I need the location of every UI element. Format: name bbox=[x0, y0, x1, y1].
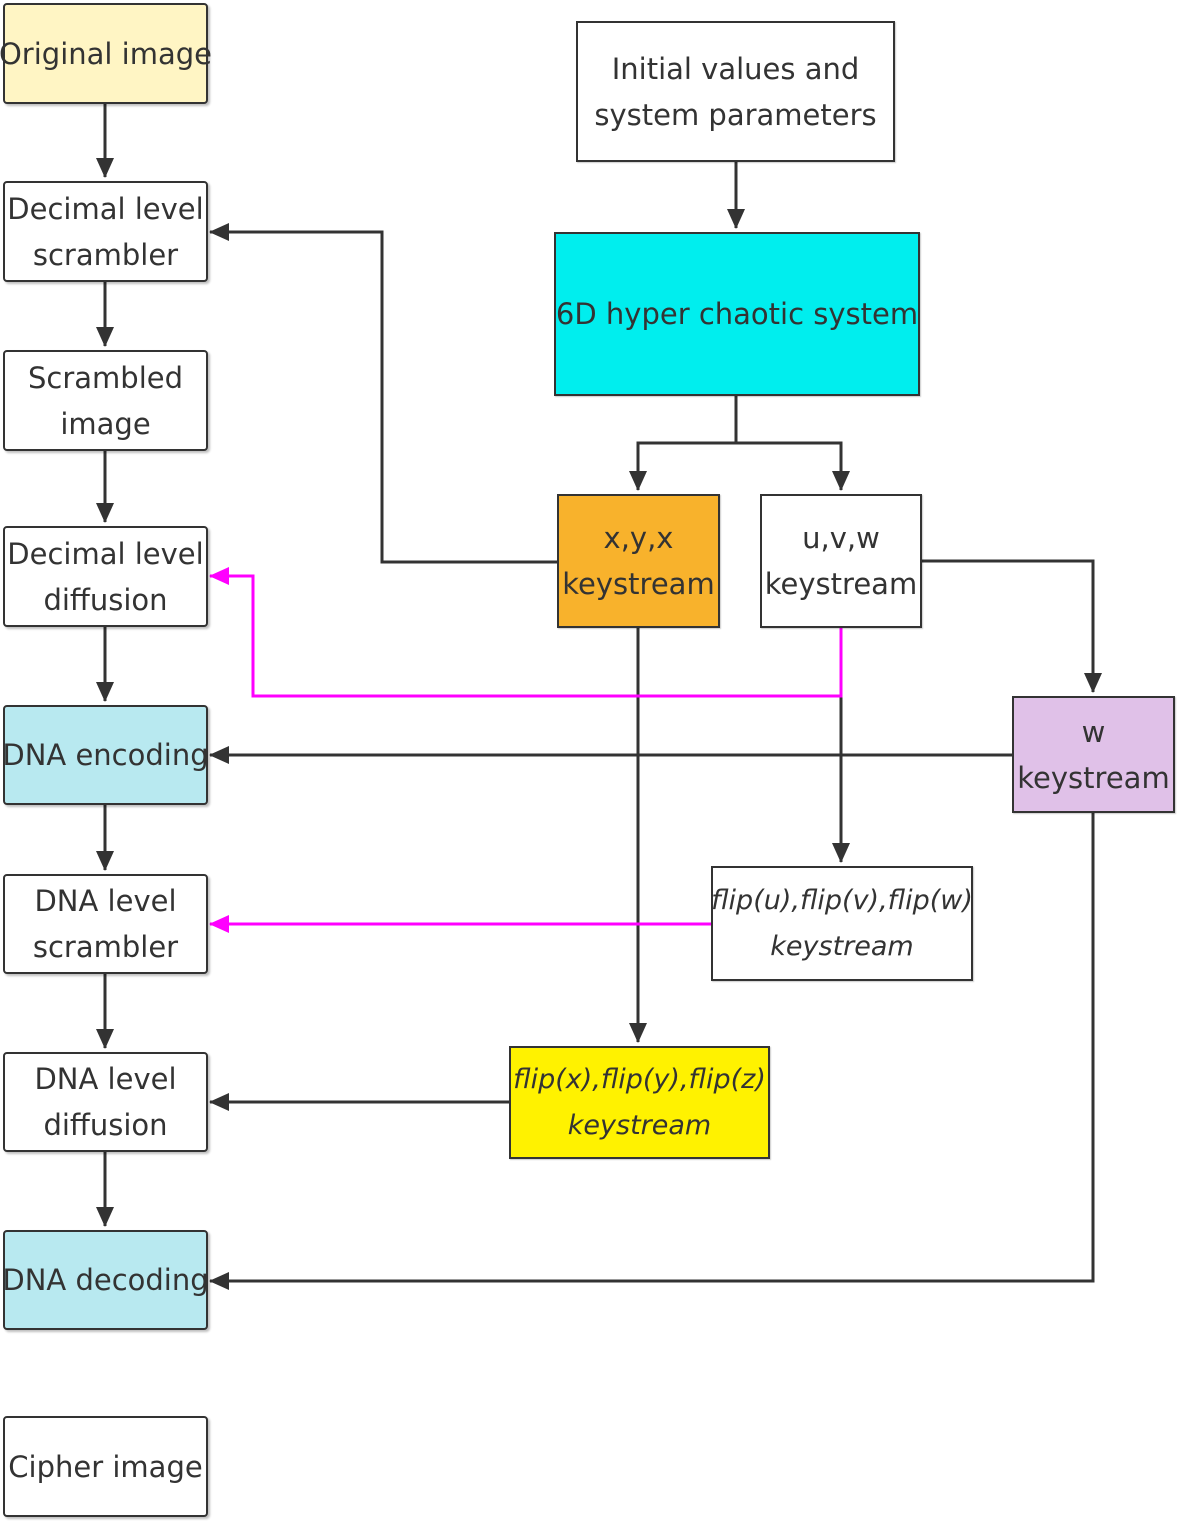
node-label-line: image bbox=[60, 406, 151, 441]
initial-values-box: Initial values and system parameters bbox=[576, 21, 895, 162]
w-keystream-box: w keystream bbox=[1012, 696, 1175, 813]
node-label-line: DNA level bbox=[34, 884, 177, 918]
node-label-line: diffusion bbox=[43, 582, 168, 617]
node-label-line: Cipher image bbox=[8, 1449, 203, 1484]
node-label-line: flip(x),flip(y),flip(z) bbox=[513, 1063, 766, 1095]
node-label-line: flip(u),flip(v),flip(w) bbox=[711, 884, 973, 916]
node-label-line: Initial values and bbox=[611, 51, 860, 86]
node-label-line: keystream bbox=[770, 930, 914, 962]
arrow-chaotic-to-uvw bbox=[736, 441, 850, 491]
decimal-level-diffusion-box: Decimal level diffusion bbox=[3, 526, 208, 627]
arrow-chaotic-to-xyz bbox=[629, 396, 738, 491]
node-label-line: keystream bbox=[1017, 760, 1170, 795]
node-label-line: Original image bbox=[0, 36, 213, 71]
flip-xyz-keystream-box: flip(x),flip(y),flip(z) keystream bbox=[509, 1046, 770, 1159]
uvw-keystream-box: u,v,w keystream bbox=[760, 494, 922, 628]
node-label-line: Decimal level bbox=[7, 536, 204, 571]
node-label-line: scrambler bbox=[32, 930, 179, 964]
flip-uvw-keystream-box: flip(u),flip(v),flip(w) keystream bbox=[711, 866, 973, 981]
scrambled-image-box: Scrambled image bbox=[3, 350, 208, 451]
node-label-line: scrambler bbox=[32, 237, 179, 272]
node-label-line: DNA decoding bbox=[2, 1263, 209, 1297]
node-label-line: Scrambled bbox=[27, 360, 183, 395]
node-label-line: Decimal level bbox=[7, 191, 204, 226]
cipher-image-box: Cipher image bbox=[3, 1416, 208, 1517]
node-label-line: DNA encoding bbox=[2, 738, 209, 772]
original-image-box: Original image bbox=[0, 3, 212, 104]
node-label-line: 6D hyper chaotic system bbox=[555, 297, 919, 331]
node-label-line: system parameters bbox=[594, 97, 877, 132]
decimal-level-scrambler-box: Decimal level scrambler bbox=[3, 181, 208, 282]
node-label-line: keystream bbox=[764, 567, 918, 601]
node-label-line: keystream bbox=[567, 1109, 712, 1141]
dna-encoding-box: DNA encoding bbox=[2, 705, 209, 805]
xyz-keystream-box: x,y,x keystream bbox=[557, 494, 720, 628]
node-label-line: diffusion bbox=[43, 1108, 168, 1142]
arrow-uvw-to-decimal-diffusion bbox=[209, 567, 843, 698]
node-label-line: DNA level bbox=[34, 1062, 177, 1096]
node-label-line: u,v,w bbox=[802, 521, 880, 555]
arrow-uvw-to-w bbox=[922, 559, 1102, 693]
node-label-line: x,y,x bbox=[603, 521, 674, 555]
arrow-w-to-dna-decoding bbox=[209, 813, 1095, 1290]
dna-level-diffusion-box: DNA level diffusion bbox=[3, 1052, 208, 1152]
node-label-line: keystream bbox=[562, 567, 715, 601]
node-label-line: w bbox=[1081, 714, 1106, 749]
arrow-xyz-to-decimal-scrambler bbox=[209, 223, 557, 564]
hyper-chaotic-system-box: 6D hyper chaotic system bbox=[554, 232, 920, 396]
dna-decoding-box: DNA decoding bbox=[2, 1230, 209, 1330]
dna-level-scrambler-box: DNA level scrambler bbox=[3, 874, 208, 974]
